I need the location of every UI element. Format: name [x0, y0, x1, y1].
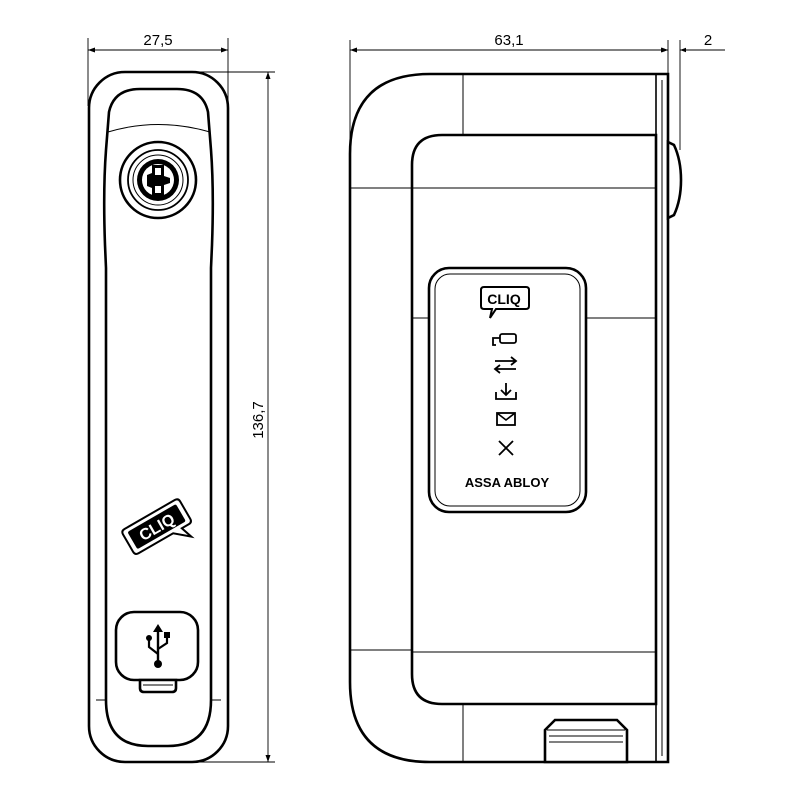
- transfer-icon: [493, 356, 518, 374]
- dimension-side-depth: 2: [655, 32, 725, 53]
- usb-icon: [146, 624, 170, 668]
- side-usb-cover: [543, 718, 629, 764]
- dimension-height-label: 136,7: [250, 401, 267, 439]
- cliq-logo-panel-label: CLIQ: [487, 291, 521, 307]
- side-view: CLIQ ASSA ABLOY: [348, 72, 683, 764]
- cliq-logo-front: CLIQ: [121, 498, 195, 555]
- info-plate: [427, 266, 588, 514]
- dimension-front-width-label: 27,5: [143, 32, 172, 49]
- dimension-height: 136,7: [200, 71, 275, 763]
- close-icon: [498, 440, 514, 456]
- dimension-side-depth-label: 2: [704, 32, 712, 49]
- mail-icon: [496, 412, 516, 426]
- dimension-side-width-label: 63,1: [494, 32, 523, 49]
- keyhole-icon: [118, 140, 198, 220]
- dimension-front-width: 27,5: [87, 32, 229, 132]
- front-inner-panel: [102, 87, 215, 748]
- dimension-side-width: 63,1: [349, 32, 681, 150]
- manufacturer-logo: ASSA ABLOY: [465, 475, 550, 490]
- usb-cover: [114, 610, 200, 694]
- front-view: CLIQ: [87, 70, 230, 764]
- cliq-logo-panel: CLIQ: [480, 286, 530, 319]
- key-icon: [492, 333, 517, 346]
- download-icon: [495, 383, 517, 400]
- side-key-tip: [666, 139, 683, 221]
